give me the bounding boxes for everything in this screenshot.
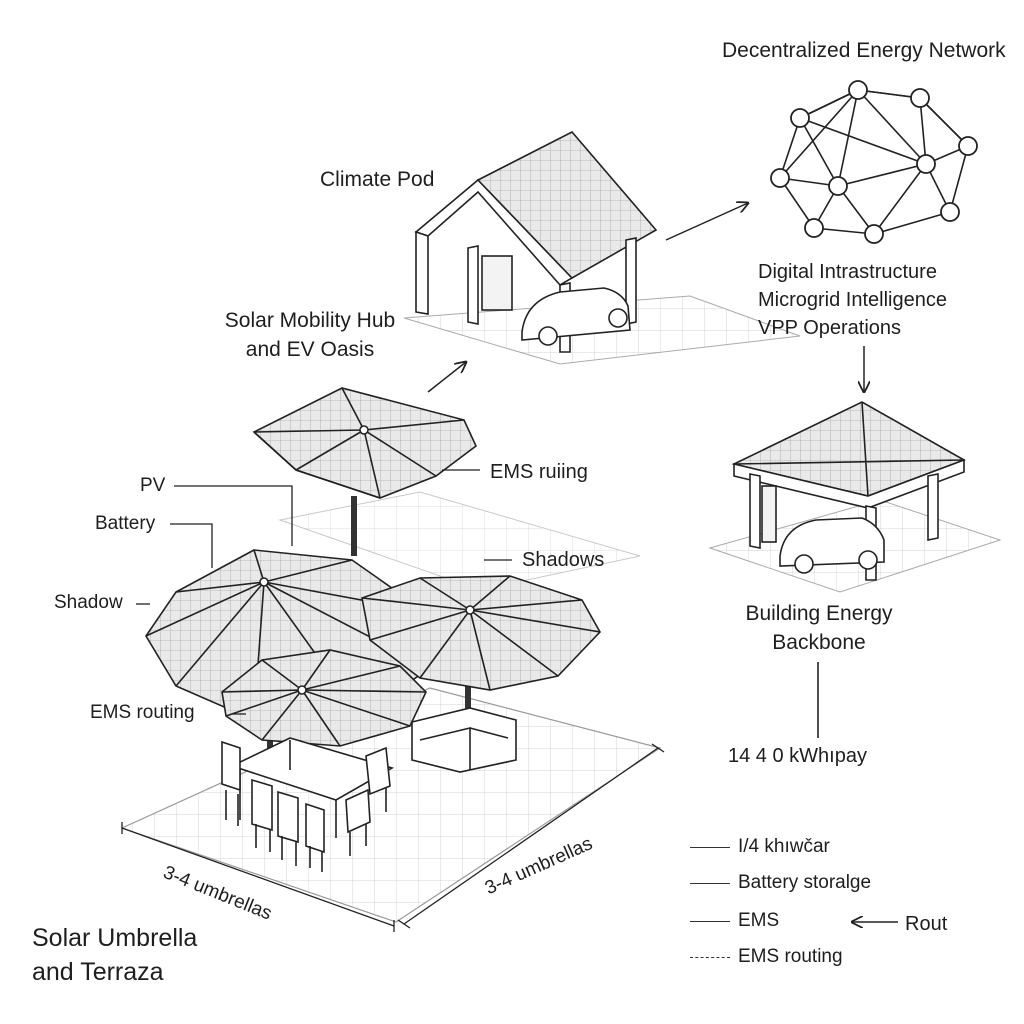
- hub-line-1: Solar Mobility Hub: [190, 308, 430, 333]
- legend-item: Battery storalge: [690, 872, 871, 894]
- climate-pod-label: Climate Pod: [320, 167, 434, 192]
- rout-label: Rout: [905, 912, 947, 936]
- legend-item-label: Battery storalge: [738, 872, 871, 894]
- terrace-line-1: Solar Umbrella: [32, 923, 197, 953]
- building-line-1: Building Energy: [724, 601, 914, 626]
- shadows-label: Shadows: [522, 548, 604, 572]
- digital-line-3: VPP Operations: [758, 316, 947, 340]
- building-line-2: Backbone: [724, 630, 914, 655]
- legend-line-solid: [690, 921, 730, 922]
- building-illustration: [710, 402, 1000, 738]
- legend-item: EMS routing: [690, 946, 843, 968]
- ems-routing-label: EMS routing: [90, 702, 195, 725]
- digital-infrastructure-label: Digital Intrastructure Microgrid Intelli…: [758, 260, 947, 340]
- network-graph: [771, 81, 977, 243]
- pv-label: PV: [140, 475, 165, 498]
- legend-item-label: EMS: [738, 910, 779, 932]
- digital-line-2: Microgrid Intelligence: [758, 288, 947, 312]
- solar-mobility-hub-label: Solar Mobility Hub and EV Oasis: [190, 308, 430, 362]
- legend-line-solid: [690, 847, 730, 848]
- ems-ruiing-label: EMS ruiing: [490, 460, 588, 484]
- digital-line-1: Digital Intrastructure: [758, 260, 947, 284]
- network-title: Decentralized Energy Network: [722, 38, 1006, 63]
- solar-umbrella-title: Solar Umbrella and Terraza: [32, 923, 197, 987]
- legend-item-label: I/4 khıwčar: [738, 836, 830, 858]
- legend-line-dashed: [690, 957, 730, 958]
- legend-item: I/4 khıwčar: [690, 836, 830, 858]
- hub-line-2: and EV Oasis: [190, 337, 430, 362]
- shadow-label: Shadow: [54, 592, 123, 615]
- building-energy-label: Building Energy Backbone: [724, 601, 914, 655]
- legend-line-solid: [690, 883, 730, 884]
- battery-label: Battery: [95, 513, 155, 536]
- legend-item: EMS: [690, 910, 779, 932]
- network-nodes: [771, 81, 977, 243]
- climate-pod-illustration: [404, 132, 800, 364]
- terrace-line-2: and Terraza: [32, 957, 197, 987]
- legend-item-label: EMS routing: [738, 946, 843, 968]
- kwh-value: 14 4 0 kWhıpay: [728, 744, 867, 768]
